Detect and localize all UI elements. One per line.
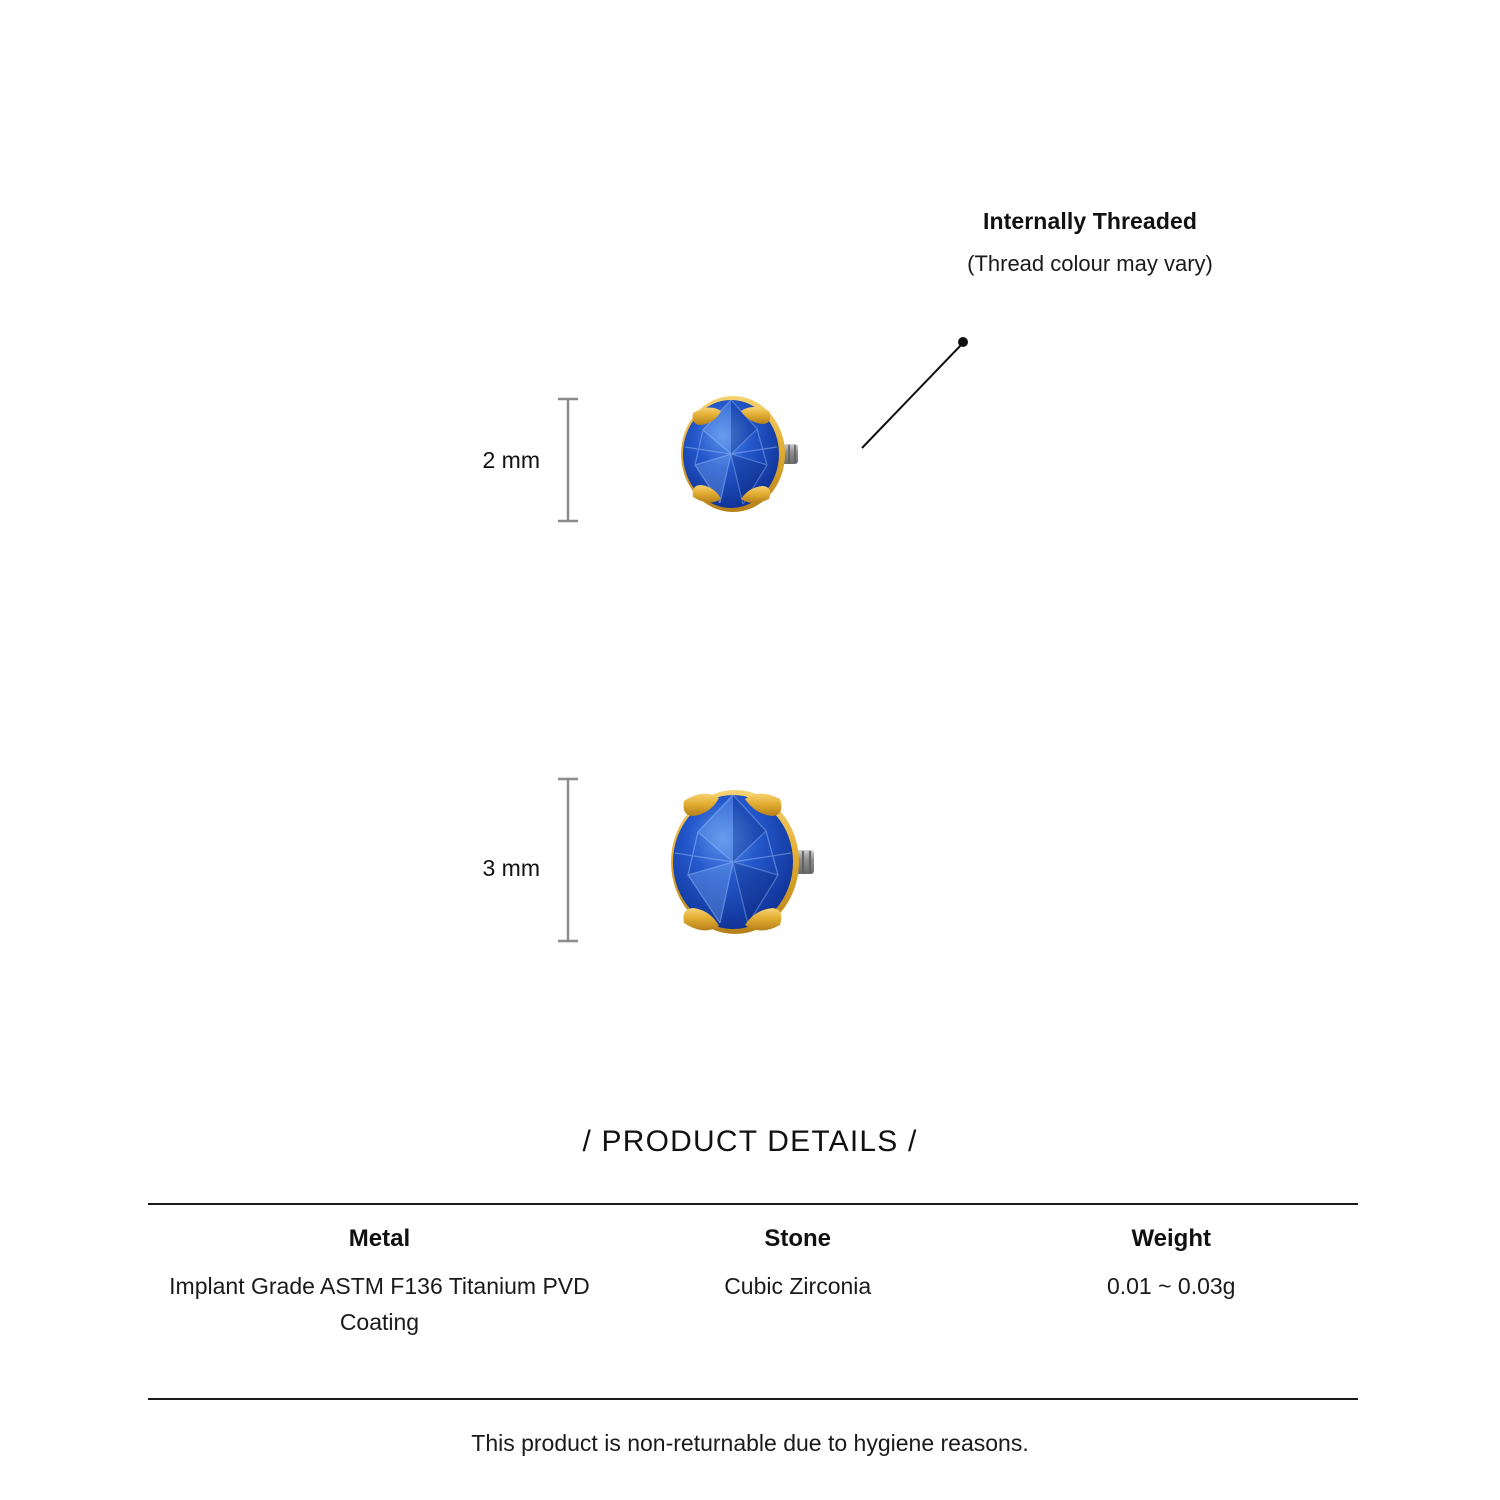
dimension-label-3mm: 3 mm: [482, 855, 541, 881]
spec-column-metal: Metal Implant Grade ASTM F136 Titanium P…: [148, 1225, 611, 1340]
dimension-bar-2mm: [558, 397, 578, 523]
product-row-2mm: 2 mm: [420, 350, 980, 590]
annotation-title: Internally Threaded: [982, 208, 1198, 234]
spec-label-weight: Weight: [1131, 1225, 1211, 1252]
internally-threaded-annotation: Internally Threaded (Thread colour may v…: [880, 208, 1300, 277]
spec-value-metal: Implant Grade ASTM F136 Titanium PVD Coa…: [169, 1273, 590, 1335]
spec-value-weight: 0.01 ~ 0.03g: [1106, 1273, 1236, 1299]
product-details-heading: / PRODUCT DETAILS /: [582, 1125, 918, 1158]
spec-column-weight: Weight 0.01 ~ 0.03g: [984, 1225, 1358, 1340]
details-divider-bottom: [148, 1398, 1358, 1400]
spec-label-metal: Metal: [348, 1225, 411, 1252]
hygiene-footnote: This product is non-returnable due to hy…: [471, 1430, 1029, 1456]
dimension-bar-3mm: [558, 777, 578, 943]
product-details-table: Metal Implant Grade ASTM F136 Titanium P…: [148, 1225, 1358, 1340]
dimension-label-2mm: 2 mm: [482, 447, 541, 473]
product-image-2mm: [665, 385, 865, 550]
prongs-2mm: [692, 407, 771, 503]
product-image-3mm: [650, 765, 890, 970]
annotation-subtitle: (Thread colour may vary): [967, 251, 1213, 276]
details-divider-top: [148, 1203, 1358, 1205]
spec-label-stone: Stone: [764, 1225, 832, 1252]
product-row-3mm: 3 mm: [420, 745, 980, 985]
spec-value-stone: Cubic Zirconia: [724, 1273, 872, 1299]
prongs-3mm: [683, 793, 782, 931]
spec-column-stone: Stone Cubic Zirconia: [611, 1225, 985, 1340]
